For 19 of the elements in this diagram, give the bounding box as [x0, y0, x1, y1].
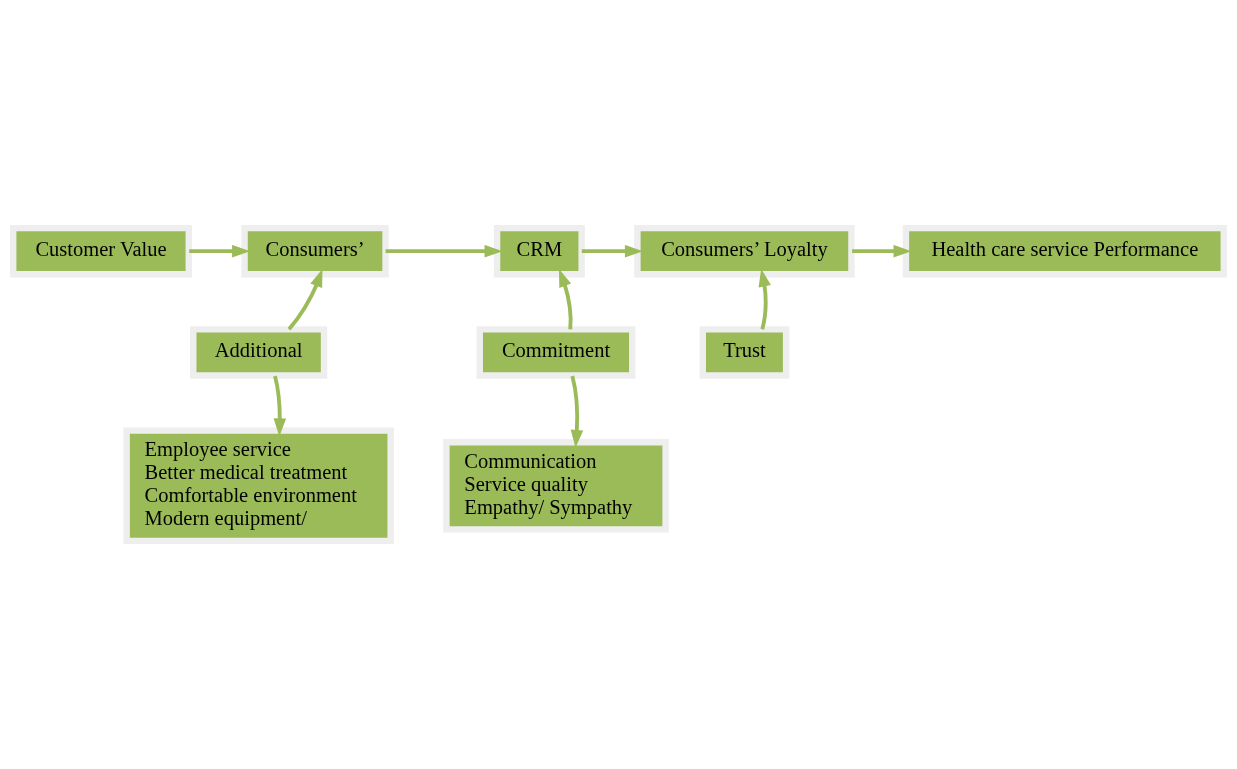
node-box: Commitment: [476, 326, 636, 379]
arrow: [558, 268, 573, 330]
node-box: Employee service Better medical treatment Comfortable environment Modern equipment/: [123, 427, 394, 545]
arrow: [758, 268, 771, 330]
node-box: Trust: [699, 326, 790, 379]
node-box: Health care service Performance: [902, 224, 1227, 278]
arrow: [189, 244, 251, 258]
arrow: [385, 244, 503, 258]
node-box: Additional: [190, 326, 328, 379]
arrow: [852, 244, 912, 258]
node-box: Consumers’: [241, 224, 389, 278]
node-box: Customer Value: [10, 224, 192, 278]
arrow: [287, 268, 323, 331]
node-box: CRM: [493, 224, 585, 278]
arrow: [570, 375, 584, 448]
node-box: Consumers’ Loyalty: [634, 224, 855, 278]
node-box: Communication Service quality Empathy/ Sympathy: [443, 438, 669, 533]
arrow: [581, 244, 643, 258]
arrow: [273, 375, 287, 437]
